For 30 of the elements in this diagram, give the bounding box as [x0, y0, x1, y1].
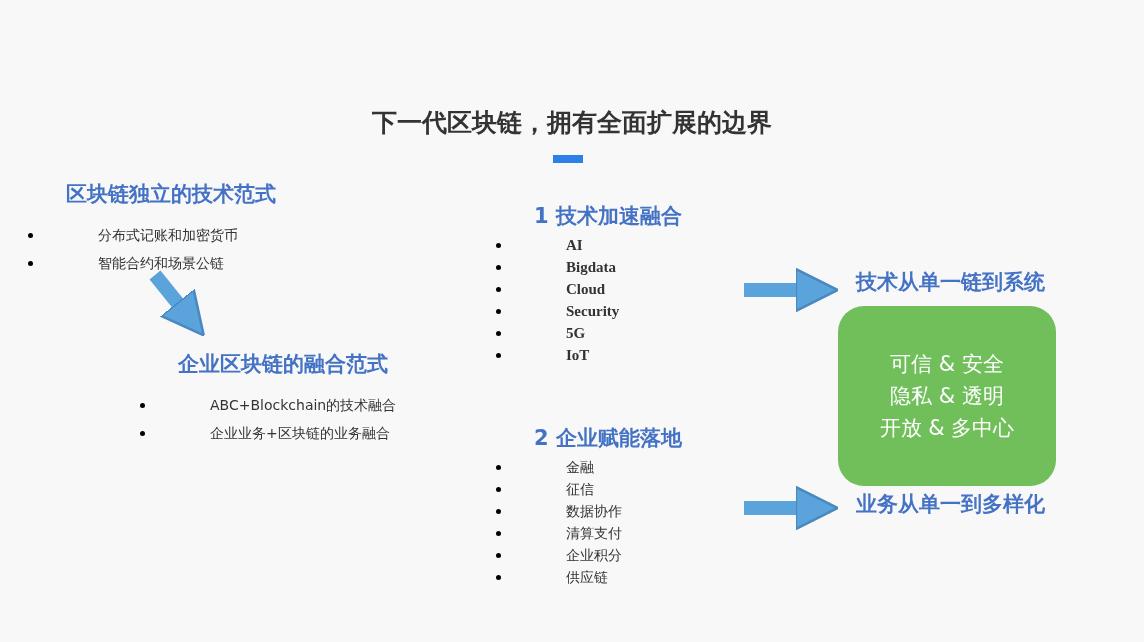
- bullet-item: 企业积分: [496, 544, 622, 566]
- bullet-item: 清算支付: [496, 522, 622, 544]
- box-text: 开放 & 多中心: [879, 415, 1015, 442]
- bullet-item: 征信: [496, 478, 594, 500]
- bullet-item: 5G: [496, 322, 586, 344]
- bullet-item: 数据协作: [496, 500, 622, 522]
- bullet-item: 分布式记账和加密货币: [28, 224, 238, 246]
- section-heading: 1 技术加速融合: [534, 203, 682, 230]
- block-arrow: [744, 267, 840, 313]
- bullet-item: AI: [496, 234, 583, 256]
- bullet-item: Cloud: [496, 278, 606, 300]
- box-text: 可信 & 安全: [890, 351, 1004, 378]
- bullet-item: IoT: [496, 344, 590, 366]
- bullet-item: 智能合约和场景公链: [28, 252, 224, 274]
- block-arrow: [744, 485, 840, 531]
- bullet-item: 供应链: [496, 566, 608, 588]
- section-heading: 企业区块链的融合范式: [178, 351, 388, 378]
- bullet-item: Bigdata: [496, 256, 616, 278]
- section-heading: 2 企业赋能落地: [534, 425, 682, 452]
- section-heading: 业务从单一到多样化: [855, 491, 1045, 518]
- block-arrow: [149, 270, 205, 337]
- bullet-item: ABC+Blockchain的技术融合: [140, 394, 397, 416]
- box-text: 隐私 & 透明: [890, 383, 1004, 410]
- slide-title: 下一代区块链，拥有全面扩展的边界: [372, 107, 772, 139]
- bullet-item: 企业业务+区块链的业务融合: [140, 422, 390, 444]
- bullet-item: 金融: [496, 456, 594, 478]
- bullet-item: Security: [496, 300, 620, 322]
- section-heading: 区块链独立的技术范式: [66, 181, 276, 208]
- rounded-box: [838, 306, 1056, 486]
- section-heading: 技术从单一链到系统: [855, 269, 1045, 296]
